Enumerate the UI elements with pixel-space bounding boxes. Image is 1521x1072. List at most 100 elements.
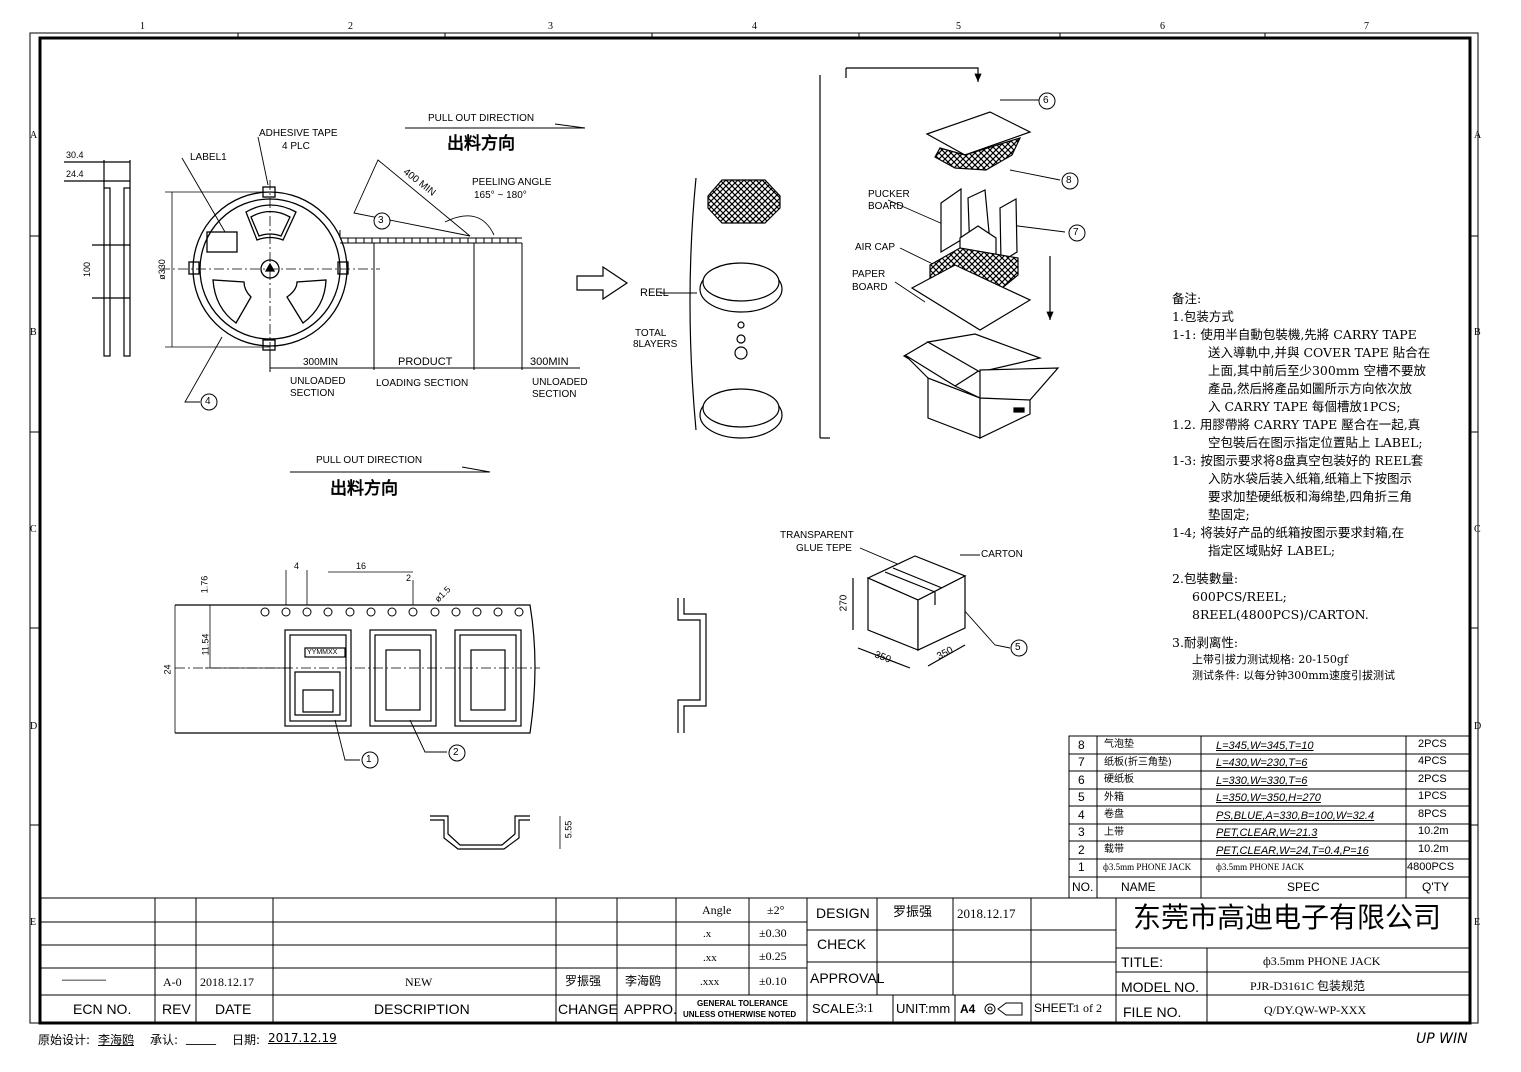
bom-name: 外箱 — [1104, 792, 1124, 803]
tol-xxx: .xxx — [700, 976, 720, 988]
arrow-right-icon — [576, 265, 629, 301]
check-label: CHECK — [817, 936, 867, 952]
bom-name: 纸板(折三角垫) — [1104, 757, 1172, 768]
grid-col-1: 1 — [140, 21, 145, 32]
notes-line: 测试条件: 以每分钟300mm速度引拔测试 — [1192, 669, 1396, 682]
tape-side-profile — [677, 598, 707, 733]
scale-value: 3:1 — [857, 1000, 874, 1015]
pull-out-left: PULL OUT DIRECTION — [316, 455, 423, 466]
dim-24-4: 24.4 — [66, 169, 84, 179]
notes-line: 入 CARRY TAPE 每個槽放1PCS; — [1208, 399, 1401, 414]
footer-date-value: 2017.12.19 — [268, 1031, 337, 1045]
hdr-description: DESCRIPTION — [374, 1001, 470, 1017]
grid-row-a-right: A — [1474, 130, 1482, 141]
unit-label: UNIT:mm — [896, 1001, 951, 1016]
notes-line: 空包裝后在图示指定位置貼上 LABEL; — [1208, 435, 1423, 450]
peeling-range-label: 165° ~ 180° — [474, 190, 527, 201]
notes-block: 备注: 1.包装方式 1-1: 使用半自動包裝機,先將 CARRY TAPE 送… — [1172, 290, 1462, 684]
bom-name: 上带 — [1104, 827, 1124, 838]
bom-no: 1 — [1078, 860, 1085, 874]
dim-270: 270 — [838, 594, 850, 612]
callout-6: 6 — [1043, 95, 1049, 106]
bom-no: 5 — [1078, 790, 1085, 804]
design-label: DESIGN — [816, 905, 870, 921]
unloaded-right-2: SECTION — [532, 389, 577, 400]
callout-8: 8 — [1066, 175, 1072, 186]
grid-col-5: 5 — [956, 21, 961, 32]
callout-2: 2 — [453, 747, 459, 758]
scale-label: SCALE: — [812, 1001, 859, 1016]
adhesive-tape-label: ADHESIVE TAPE — [259, 128, 338, 139]
notes-line: 1-1: 使用半自動包裝機,先將 CARRY TAPE — [1172, 327, 1417, 342]
air-cap-label: AIR CAP — [855, 242, 896, 253]
footer-brand: UP WIN — [1416, 1031, 1468, 1047]
dim-24: 24 — [162, 664, 173, 675]
designer: 罗振强 — [893, 905, 933, 920]
dim-1-76: 1.76 — [199, 575, 210, 594]
bom-no: 4 — [1078, 808, 1085, 822]
pull-out-top-cn: 出料方向 — [447, 134, 515, 154]
total-label-1: TOTAL — [635, 328, 667, 339]
grid-row-d-right: D — [1474, 721, 1482, 732]
hdr-change: CHANGE — [558, 1001, 618, 1017]
bom-spec: ф3.5mm PHONE JACK — [1216, 862, 1305, 872]
notes-line: 垫固定; — [1208, 507, 1250, 522]
grid-row-d: D — [30, 721, 38, 732]
notes-line: 上带引拔力测试规格: 20-150gf — [1192, 653, 1349, 666]
inner-frame — [38, 36, 1472, 1025]
yymmxx-marking: YYMMXX — [307, 649, 338, 656]
unloaded-right-1: UNLOADED — [532, 377, 588, 388]
notes-line: 1.2. 用膠帶將 CARRY TAPE 壓合在一起,真 — [1172, 417, 1421, 432]
carrier-tape — [174, 570, 540, 734]
bom-header-spec: SPEC — [1287, 880, 1320, 894]
dim-100: 100 — [82, 261, 93, 278]
file-value: Q/DY.QW-WP-XXX — [1264, 1003, 1367, 1017]
callout-4: 4 — [205, 396, 211, 407]
peeling-angle-label: PEELING ANGLE — [472, 177, 552, 188]
model-label: MODEL NO. — [1121, 979, 1200, 995]
reel-side-view — [64, 160, 131, 357]
bom-spec: L=345,W=345,T=10 — [1216, 740, 1314, 752]
hdr-appro: APPRO. — [624, 1001, 677, 1017]
bom-qty: 2PCS — [1418, 773, 1447, 785]
reel-label: REEL — [640, 287, 669, 299]
sheet-label: SHEET: — [1034, 1001, 1077, 1015]
dim-2: 2 — [406, 573, 412, 583]
notes-line: 8REEL(4800PCS)/CARTON. — [1192, 607, 1369, 622]
callout-3: 3 — [378, 215, 384, 226]
notes-line: 產品,然后將產品如圖所示方向依次放 — [1208, 381, 1412, 396]
footer-approve-blank: _____ — [186, 1031, 216, 1045]
grid-row-c: C — [30, 524, 37, 535]
callout-5: 5 — [1015, 642, 1021, 653]
notes-section-3: 3.耐剥离性: — [1172, 635, 1239, 650]
notes-line: 1-3: 按图示要求将8盘真空包装好的 REEL套 — [1172, 453, 1424, 468]
bom-no: 3 — [1078, 825, 1085, 839]
pucker-label-1: PUCKER — [868, 189, 910, 200]
bom-header-no: NO. — [1072, 880, 1094, 894]
bom-name: 载带 — [1104, 844, 1124, 855]
ecn-dash: ———— — [62, 974, 106, 986]
unloaded-left-1: UNLOADED — [290, 376, 346, 387]
paper-label-1: PAPER — [852, 269, 886, 280]
bom-spec: L=330,W=330,T=6 — [1216, 775, 1308, 787]
change-value: 罗振强 — [565, 974, 602, 988]
grid-row-e: E — [30, 917, 37, 928]
grid-col-4: 4 — [752, 21, 757, 32]
bom-qty: 2PCS — [1418, 738, 1447, 750]
reel-stack — [689, 67, 978, 439]
notes-line: 入防水袋后装入纸箱,纸箱上下按图示 — [1208, 471, 1412, 486]
notes-line: 上面,其中前后至少300mm 空槽不要放 — [1208, 363, 1427, 378]
product-label: PRODUCT — [398, 356, 453, 368]
adhesive-plc-label: 4 PLC — [282, 141, 310, 152]
paper-size: A4 — [960, 1002, 976, 1016]
bom-spec: PET,CLEAR,W=21.3 — [1216, 827, 1318, 839]
bom-header-name: NAME — [1121, 880, 1156, 894]
dim-330: ø330 — [156, 259, 167, 280]
desc-value: NEW — [405, 975, 433, 989]
tape-pull-out — [269, 123, 586, 473]
pull-out-top: PULL OUT DIRECTION — [428, 113, 535, 124]
model-value: PJR-D3161C 包装规范 — [1250, 979, 1366, 993]
tol-label-2: UNLESS OTHERWISE NOTED — [683, 1010, 797, 1019]
tol-angle-value: ±2° — [767, 903, 785, 917]
